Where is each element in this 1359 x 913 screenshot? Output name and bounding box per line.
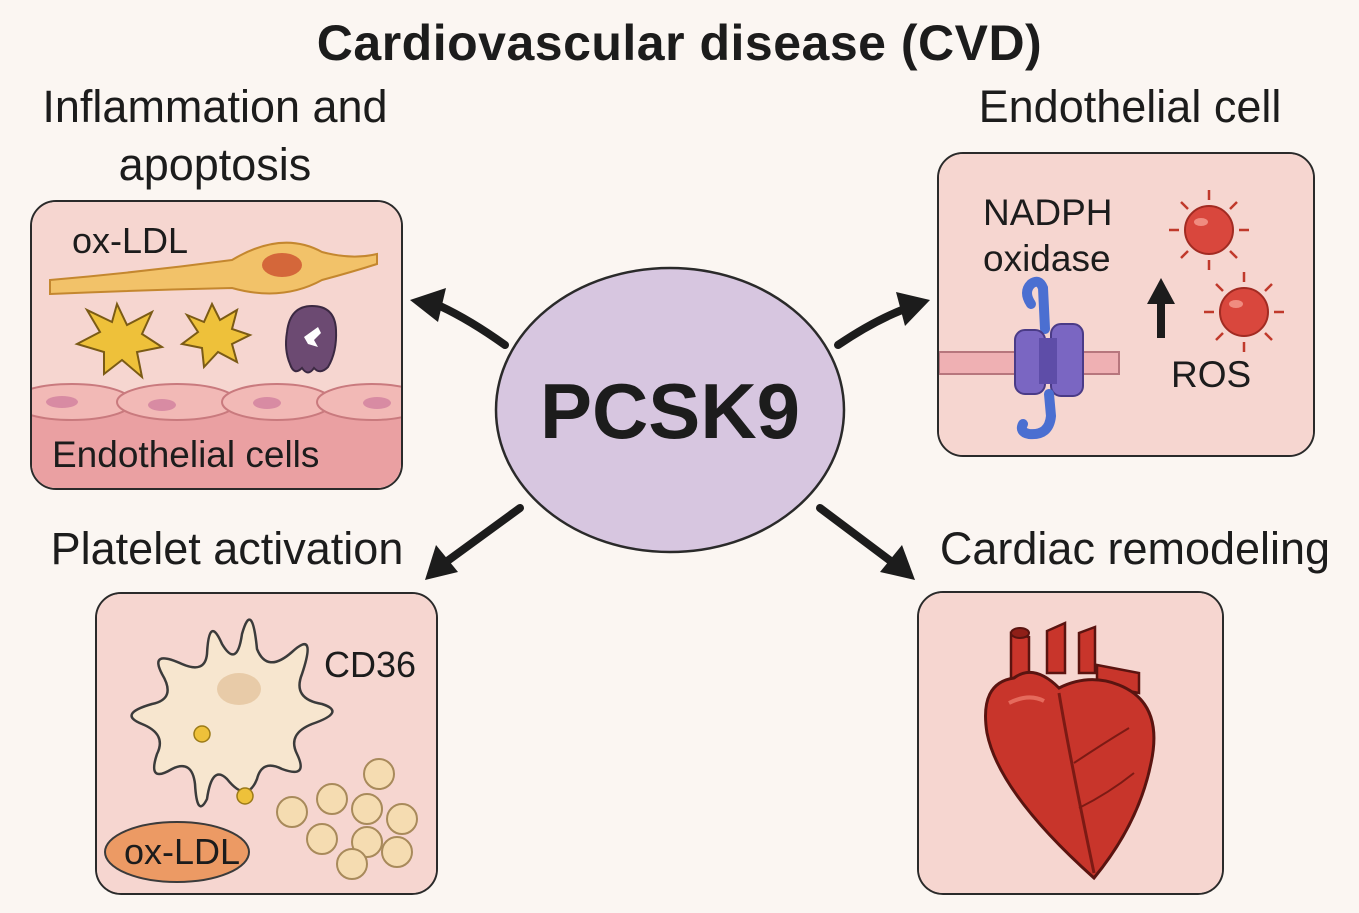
inflammation-heading: Inflammation and apoptosis xyxy=(20,78,410,194)
pcsk9-node xyxy=(494,266,846,554)
smooth-muscle-cell xyxy=(49,241,378,296)
inflammation-heading-line1: Inflammation and xyxy=(42,81,388,132)
endothelial-cell-row xyxy=(32,383,401,421)
oxldl-particle xyxy=(104,821,250,883)
cell-nucleus xyxy=(262,253,302,277)
endothelial-cells-label: Endothelial cells xyxy=(52,434,320,475)
inflammation-panel: ox-LDL Endothelial cells xyxy=(30,200,403,490)
ros-particle-icon xyxy=(1169,190,1249,270)
platelet-oxldl-label: ox-LDL xyxy=(124,831,241,872)
nadph-label: NADPH xyxy=(983,192,1113,233)
endothelial-illustration xyxy=(939,154,1313,455)
apoptotic-cell-icon xyxy=(74,301,165,380)
platelet-illustration xyxy=(97,594,436,893)
oxidase-label: oxidase xyxy=(983,238,1111,279)
arrow-to-endothelial-cell xyxy=(834,292,930,349)
activated-platelet-icon xyxy=(130,618,334,808)
arrow-to-inflammation xyxy=(410,288,509,349)
lipid-droplet-icon xyxy=(236,787,254,805)
arrow-to-cardiac xyxy=(816,504,915,580)
macrophage-icon xyxy=(285,304,338,374)
ros-particle-icon-2 xyxy=(1204,272,1284,352)
diagram-title: Cardiovascular disease (CVD) xyxy=(316,15,1043,71)
endothelial-panel: NADPH oxidase ROS xyxy=(937,152,1315,457)
ros-label: ROS xyxy=(1171,354,1252,395)
platelet-panel: CD36 ox-LDL xyxy=(95,592,438,895)
arrow-to-platelet xyxy=(425,504,524,580)
inflammation-heading-line2: apoptosis xyxy=(118,139,312,190)
cardiac-panel xyxy=(917,591,1224,895)
endothelial-heading: Endothelial cell xyxy=(978,81,1282,132)
inflammation-oxldl-label: ox-LDL xyxy=(72,220,189,261)
cardiac-illustration xyxy=(919,593,1222,893)
lipoprotein-particles xyxy=(276,758,418,880)
increase-arrow-icon xyxy=(1147,278,1175,338)
cardiac-heading: Cardiac remodeling xyxy=(939,523,1331,574)
cd36-label: CD36 xyxy=(324,644,417,685)
inflammation-illustration xyxy=(32,202,401,488)
pcsk9-label: PCSK9 xyxy=(540,367,800,455)
apoptotic-cell-icon-2 xyxy=(179,301,253,370)
nadph-oxidase-icon xyxy=(1014,276,1084,440)
heart-icon xyxy=(984,621,1156,881)
platelet-heading: Platelet activation xyxy=(50,523,404,574)
